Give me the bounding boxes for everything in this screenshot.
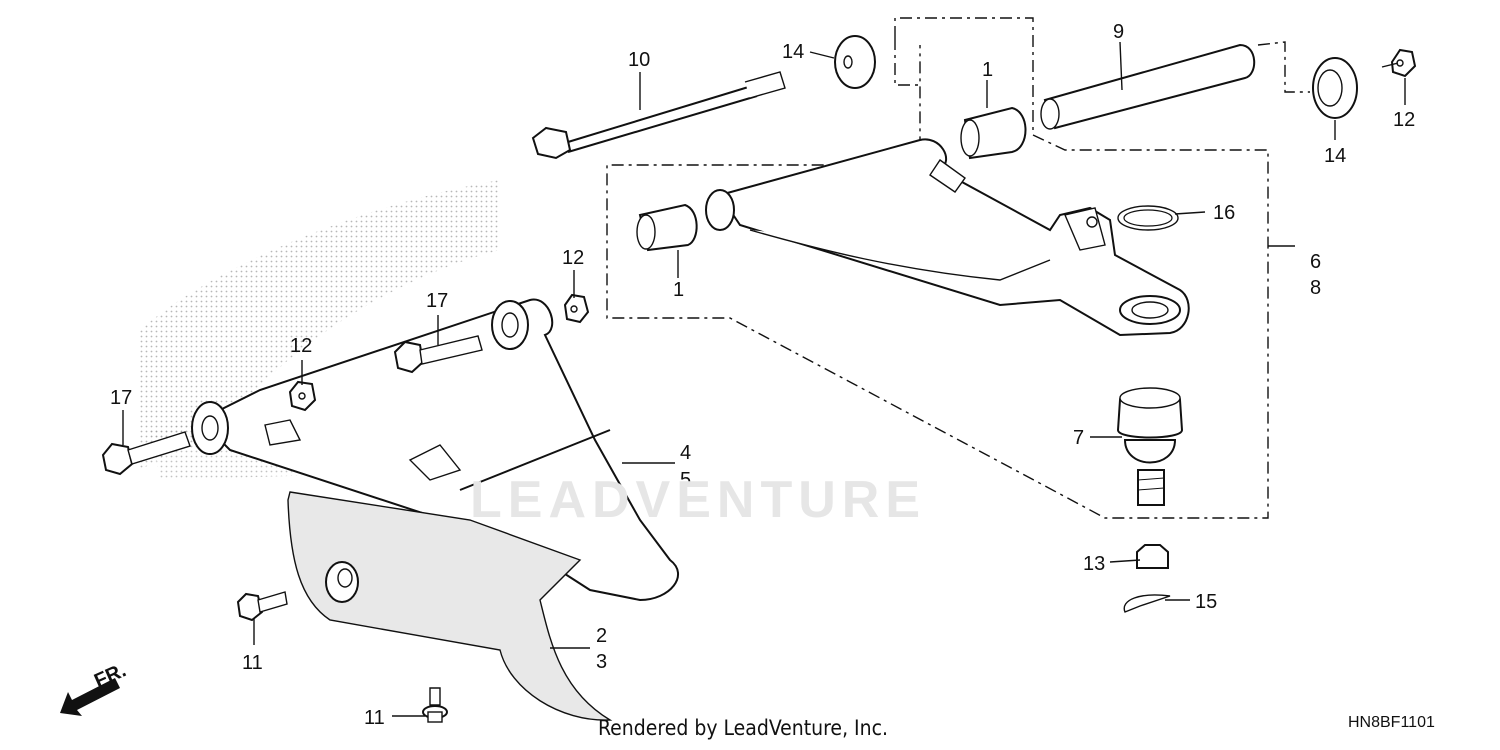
callout-13: 13 — [1083, 553, 1105, 575]
callout-17-middle: 17 — [426, 290, 448, 312]
part-14-washer-right — [1312, 57, 1358, 119]
callout-10: 10 — [628, 49, 650, 71]
part-12-nut-right — [1390, 48, 1417, 78]
callout-7: 7 — [1073, 427, 1084, 449]
part-13-castle-nut — [1136, 544, 1169, 569]
callout-15: 15 — [1195, 591, 1217, 613]
part-14-washer-top — [834, 35, 876, 89]
callout-3: 3 — [596, 651, 607, 673]
frame-shading — [140, 180, 500, 470]
part-10-bolt — [531, 71, 786, 160]
callout-1-top: 1 — [982, 59, 993, 81]
callout-11-left: 11 — [242, 652, 263, 674]
front-direction-arrow — [60, 678, 120, 716]
part-7-ball-joint — [1116, 387, 1184, 506]
callout-12-right: 12 — [1393, 109, 1415, 131]
callout-9: 9 — [1113, 21, 1124, 43]
part-15-cotter-pin — [1123, 594, 1171, 613]
callout-8: 8 — [1310, 277, 1321, 299]
part-17-bolt-middle — [393, 335, 483, 374]
callout-16: 16 — [1213, 202, 1235, 224]
part-2-3-skid-guard — [287, 491, 613, 721]
assembly-outline-upper — [606, 17, 1269, 519]
part-11-screw-bottom — [422, 687, 448, 723]
callout-6: 6 — [1310, 251, 1321, 273]
callout-14-top: 14 — [782, 41, 804, 63]
leader-lines — [122, 41, 1406, 717]
callout-1-left: 1 — [673, 279, 684, 301]
callout-12-middle: 12 — [562, 247, 584, 269]
assembly-outline-right — [1257, 41, 1310, 93]
render-credit: Rendered by LeadVenture, Inc. — [598, 716, 888, 740]
callout-11-bottom: 11 — [364, 707, 385, 729]
diagram-code: HN8BF1101 — [1348, 714, 1435, 731]
callout-5: 5 — [680, 469, 691, 491]
part-11-screw-left — [236, 591, 288, 622]
assembly-outline-top — [894, 38, 918, 86]
callout-12-left: 12 — [290, 335, 312, 357]
part-12-nut-left — [288, 380, 317, 412]
part-1-bushing-top — [960, 106, 1027, 160]
callout-2: 2 — [596, 625, 607, 647]
part-16-circlip — [1117, 205, 1179, 231]
part-6-8-upper-arm — [705, 138, 1190, 337]
part-17-bolt-left — [101, 431, 191, 476]
callouts: 10 14 1 9 14 12 16 1 12 6 8 17 12 17 7 4… — [110, 21, 1415, 729]
part-9-pipe — [1040, 43, 1256, 130]
callout-14-right: 14 — [1324, 145, 1346, 167]
callout-17-left: 17 — [110, 387, 132, 409]
part-12-nut-middle — [563, 293, 590, 324]
watermark: LEADVENTURE — [470, 471, 927, 529]
callout-4: 4 — [680, 442, 691, 464]
direction-label: FR. — [91, 659, 129, 692]
part-1-bushing-left — [636, 203, 698, 252]
part-4-5-lower-arm — [191, 298, 680, 602]
